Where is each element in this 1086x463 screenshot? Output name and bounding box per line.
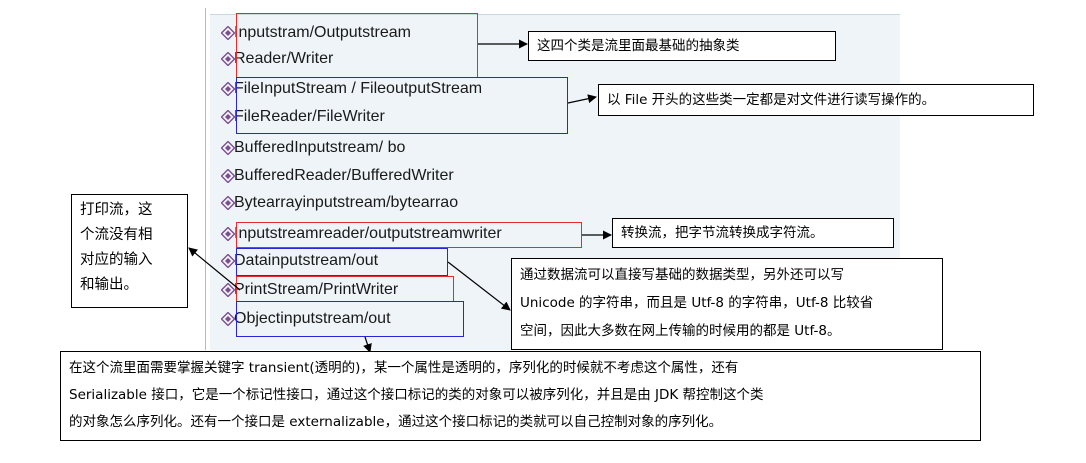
data-note-line: Unicode 的字符串，而且是 Utf-8 的字符串，Utf-8 比较省 xyxy=(520,295,874,311)
print-note-line: 和输出。 xyxy=(80,277,138,293)
object-stream-note: 在这个流里面需要掌握关键字 transient(透明的)，某一个属性是透明的，序… xyxy=(60,351,981,441)
list-item: Reader/Writer xyxy=(234,50,334,67)
converter-classes-box xyxy=(236,222,582,248)
converter-note-text: 转换流，把字节流转换成字符流。 xyxy=(621,225,824,241)
list-item: FileReader/FileWriter xyxy=(234,108,385,125)
arrow-to-data-note xyxy=(447,261,511,311)
object-note-line: Serializable 接口，它是一个标记性接口，通过这个接口标记的类的对象可… xyxy=(69,387,764,403)
diamond-bullet-icon xyxy=(221,82,235,96)
diamond-bullet-icon xyxy=(221,254,235,268)
data-stream-box xyxy=(236,248,448,276)
object-stream-box xyxy=(236,301,464,337)
print-note-line: 对应的输入 xyxy=(80,252,153,268)
list-item: Inputstreamreader/outputstreamwriter xyxy=(234,225,502,242)
panel-top-border xyxy=(210,14,900,15)
converter-note: 转换流，把字节流转换成字符流。 xyxy=(612,218,894,248)
diamond-bullet-icon xyxy=(221,110,235,124)
diamond-bullet-icon xyxy=(221,227,235,241)
list-item: Bytearrayinputstream/bytearrao xyxy=(234,194,459,211)
list-item: PrintStream/PrintWriter xyxy=(234,281,399,298)
diamond-bullet-icon xyxy=(221,26,235,40)
file-classes-box xyxy=(236,77,568,134)
list-item: Datainputstream/out xyxy=(234,252,379,269)
list-item: BufferedInputstream/ bo xyxy=(234,139,406,156)
data-note-line: 空间，因此大多数在网上传输的时候用的都是 Utf-8。 xyxy=(520,323,841,339)
print-stream-note: 打印流，这 个流没有相 对应的输入 和输出。 xyxy=(71,194,188,308)
list-item: FileInputStream / FileoutputStream xyxy=(234,80,483,97)
list-item: BufferedReader/BufferedWriter xyxy=(234,167,454,184)
diamond-bullet-icon xyxy=(221,52,235,66)
data-note-line: 通过数据流可以直接写基础的数据类型，另外还可以写 xyxy=(520,267,844,283)
diamond-bullet-icon xyxy=(221,283,235,297)
diamond-bullet-icon xyxy=(221,196,235,210)
arrow-to-file-note xyxy=(567,94,597,104)
list-item: Inputstram/Outputstream xyxy=(234,24,411,41)
file-classes-note-text: 以 File 开头的这些类一定都是对文件进行读写操作的。 xyxy=(607,92,936,108)
arrow-to-object-note xyxy=(363,336,372,353)
panel-left-border xyxy=(205,8,206,350)
arrow-to-print-note xyxy=(188,247,241,291)
diamond-bullet-icon xyxy=(221,141,235,155)
diamond-bullet-icon xyxy=(221,169,235,183)
object-note-line: 的对象怎么序列化。还有一个接口是 externalizable，通过这个接口标记… xyxy=(69,414,723,430)
print-note-line: 打印流，这 xyxy=(80,202,153,218)
print-note-line: 个流没有相 xyxy=(80,227,153,243)
object-note-line: 在这个流里面需要掌握关键字 transient(透明的)，某一个属性是透明的，序… xyxy=(69,360,739,376)
data-stream-note: 通过数据流可以直接写基础的数据类型，另外还可以写 Unicode 的字符串，而且… xyxy=(511,258,943,350)
list-item: Objectinputstream/out xyxy=(234,310,391,327)
abstract-classes-note-text: 这四个类是流里面最基础的抽象类 xyxy=(537,38,740,54)
diamond-bullet-icon xyxy=(221,312,235,326)
file-classes-note: 以 File 开头的这些类一定都是对文件进行读写操作的。 xyxy=(598,84,1034,116)
abstract-classes-note: 这四个类是流里面最基础的抽象类 xyxy=(528,31,836,61)
